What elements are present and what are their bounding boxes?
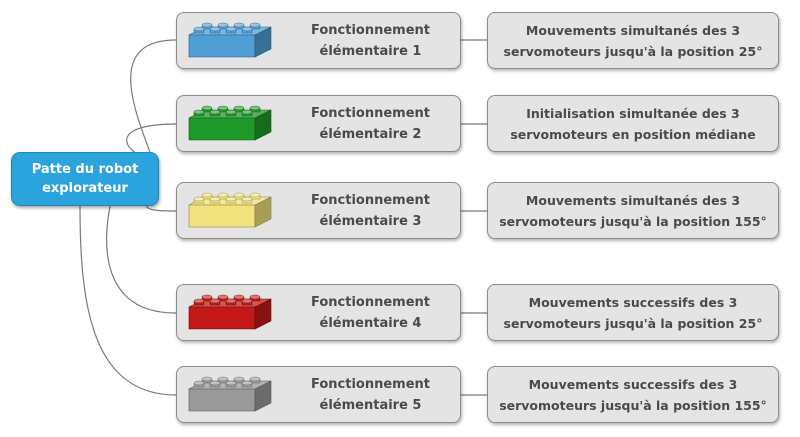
step-node-4[interactable]: Fonctionnement élémentaire 4 xyxy=(176,284,461,341)
connector-root-to-step-4 xyxy=(106,205,177,314)
lego-brick-blue-icon xyxy=(188,22,272,58)
connector-root-to-step-5 xyxy=(79,205,177,396)
description-text-5: Mouvements successifs des 3 servomoteurs… xyxy=(499,376,767,413)
step-label-4: Fonctionnement élémentaire 4 xyxy=(310,294,430,331)
lego-brick-red-icon xyxy=(188,294,272,330)
step-label-3: Fonctionnement élémentaire 3 xyxy=(310,192,430,229)
description-node-2[interactable]: Initialisation simultanée des 3 servomot… xyxy=(487,95,779,152)
lego-brick-green-icon xyxy=(188,105,272,141)
lego-brick-gray-icon xyxy=(188,376,272,412)
description-node-5[interactable]: Mouvements successifs des 3 servomoteurs… xyxy=(487,366,779,423)
description-node-1[interactable]: Mouvements simultanés des 3 servomoteurs… xyxy=(487,12,779,69)
step-label-2: Fonctionnement élémentaire 2 xyxy=(310,105,430,142)
step-label-1: Fonctionnement élémentaire 1 xyxy=(310,22,430,59)
root-label: Patte du robot explorateur xyxy=(31,162,139,196)
description-text-2: Initialisation simultanée des 3 servomot… xyxy=(510,105,756,142)
step-node-2[interactable]: Fonctionnement élémentaire 2 xyxy=(176,95,461,152)
step-node-3[interactable]: Fonctionnement élémentaire 3 xyxy=(176,182,461,239)
description-node-3[interactable]: Mouvements simultanés des 3 servomoteurs… xyxy=(487,182,779,239)
description-text-4: Mouvements successifs des 3 servomoteurs… xyxy=(503,294,763,331)
lego-brick-yellow-icon xyxy=(188,192,272,228)
root-node[interactable]: Patte du robot explorateur xyxy=(11,152,159,206)
step-label-5: Fonctionnement élémentaire 5 xyxy=(310,376,430,413)
step-node-1[interactable]: Fonctionnement élémentaire 1 xyxy=(176,12,461,69)
step-node-5[interactable]: Fonctionnement élémentaire 5 xyxy=(176,366,461,423)
description-node-4[interactable]: Mouvements successifs des 3 servomoteurs… xyxy=(487,284,779,341)
description-text-3: Mouvements simultanés des 3 servomoteurs… xyxy=(499,192,767,229)
description-text-1: Mouvements simultanés des 3 servomoteurs… xyxy=(503,22,763,59)
connector-root-to-step-1 xyxy=(130,39,177,153)
